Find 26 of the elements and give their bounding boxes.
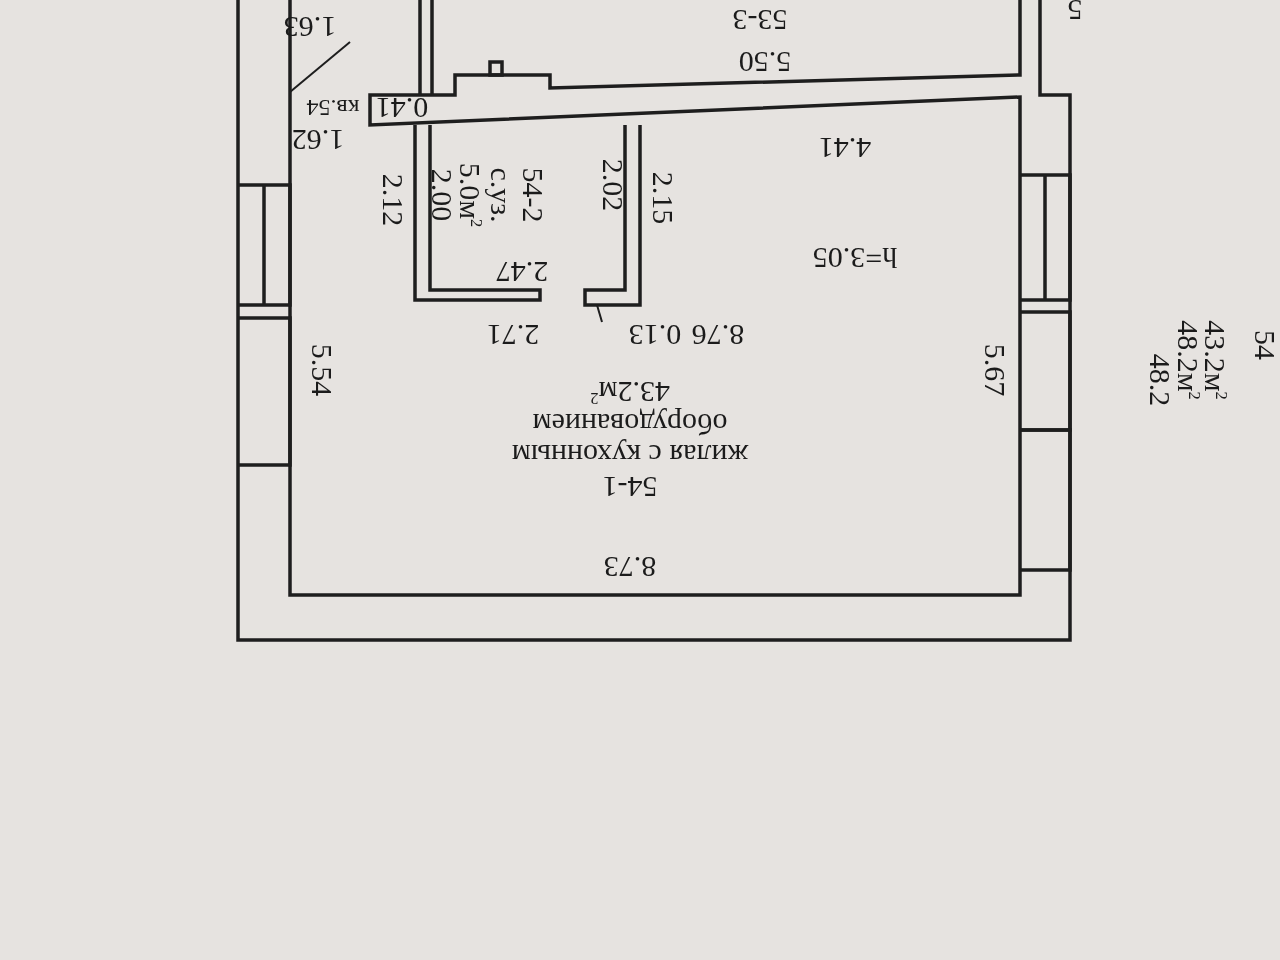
dimension-value: 2.71 bbox=[486, 320, 540, 350]
room-name: жилая с кухонным оборудованием bbox=[510, 408, 750, 472]
dimension-value: 5.50 bbox=[738, 47, 792, 77]
dimension-value: 0.13 bbox=[628, 320, 682, 350]
dimension-value: 2.15 bbox=[648, 171, 678, 225]
dimension-value: 5.54 bbox=[307, 343, 337, 397]
dimension-value: 4.41 bbox=[818, 133, 872, 163]
area-value: 48.2 bbox=[1145, 353, 1175, 407]
ceiling-height: h=3.05 bbox=[812, 243, 898, 273]
room-number: 5 bbox=[1067, 0, 1083, 25]
dimension-value: 2.02 bbox=[598, 158, 628, 212]
dimension-value: 1.62 bbox=[291, 125, 345, 155]
dimension-value: 8.76 bbox=[691, 320, 745, 350]
dimension-value: 2.00 bbox=[427, 168, 457, 222]
room-name: с.уз. bbox=[486, 166, 518, 225]
dimension-value: 2.12 bbox=[378, 173, 408, 227]
dimension-value: 5.67 bbox=[980, 343, 1010, 397]
room-number: 54-1 bbox=[601, 471, 659, 503]
dimension-value: 8.73 bbox=[603, 552, 657, 582]
room-number: 54-2 bbox=[517, 166, 550, 225]
dimension-value: 2.47 bbox=[495, 257, 549, 287]
dimension-value: 0.41 bbox=[375, 93, 429, 123]
apartment-number: 54 bbox=[1250, 330, 1280, 360]
apartment-number: кв.54 bbox=[306, 96, 360, 120]
dimension-value: 1.63 bbox=[283, 12, 337, 42]
room-number: 53-3 bbox=[732, 4, 788, 36]
